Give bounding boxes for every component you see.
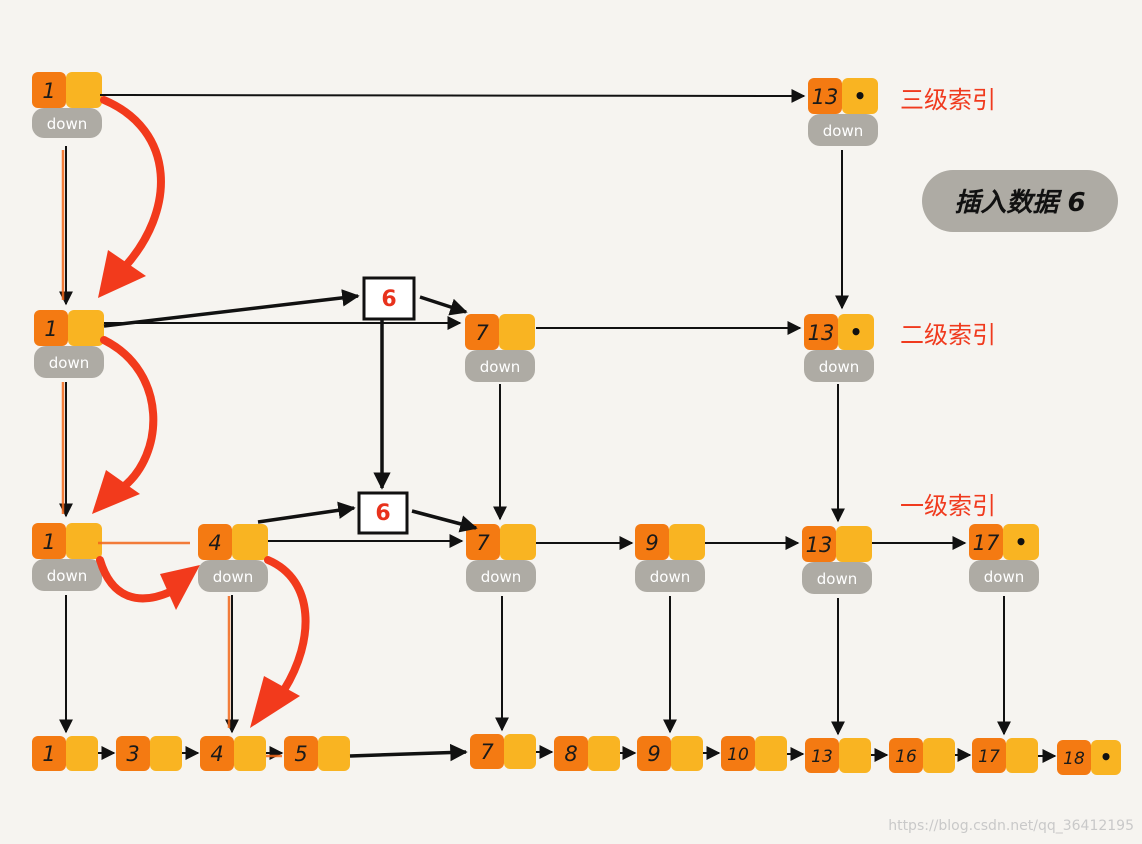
svg-text:6: 6 [381,287,396,312]
base-node-7: 7 [470,734,536,769]
down-tag [969,560,1039,592]
node-value: 13 [812,85,839,109]
down-tag [34,346,104,378]
svg-text:插入数据 6: 插入数据 6 [954,188,1085,218]
node-value: 1 [42,530,55,554]
base-node-16: 16 [889,738,955,773]
node-value: 8 [564,742,577,766]
svg-text:down: down [984,568,1024,586]
svg-text:down: down [823,122,863,140]
svg-text:down: down [481,568,521,586]
down-tag [804,350,874,382]
insert-annotation: 插入数据 6 [922,170,1118,232]
down-tag [808,114,878,146]
pointer-arrows [59,88,1057,763]
level2-node-7: 7 down [465,314,535,382]
null-pointer-dot: • [1015,530,1028,554]
base-node-10: 10 [721,736,787,771]
node-value: 5 [294,742,307,766]
base-node-8: 8 [554,736,620,771]
search-path-arrows [92,96,310,728]
search-path-arrowhead [98,250,146,298]
level1-node-13: 13 down [802,526,872,594]
traversal-trace [61,150,282,758]
search-path-arrowhead [160,565,200,610]
svg-text:down: down [47,115,87,133]
node-value: 13 [808,321,835,345]
level1-node-7: 7 down [466,524,536,592]
svg-text:6: 6 [375,501,390,526]
node-value: 17 [978,747,1000,767]
node-value: 1 [42,742,55,766]
level1-node-9: 9 down [635,524,705,592]
level1-node-17: 17 • down [969,524,1039,592]
node-value: 7 [475,321,489,345]
down-tag [32,559,102,591]
node-value: 10 [727,745,749,765]
new-node-6-level1: 6 [357,491,409,535]
level3-node-13: 13 • down [808,78,878,146]
null-pointer-dot: • [854,84,867,108]
level2-node-13: 13 • down [804,314,874,382]
level1-label: 一级索引 [900,492,996,520]
node-value: 16 [895,747,917,767]
base-node-3: 3 [116,736,182,771]
node-value: 9 [645,531,658,555]
insert-arrows [103,289,478,762]
svg-text:down: down [49,354,89,372]
base-node-13: 13 [805,738,871,773]
level2-label: 二级索引 [900,321,996,349]
node-value: 1 [42,79,55,103]
down-tag [32,108,102,138]
node-value: 7 [476,531,490,555]
base-node-4: 4 [200,736,266,771]
base-node-18: 18 • [1057,740,1121,775]
new-node-6-level2: 6 [362,276,416,321]
level2-node-1: 1 down [34,310,104,378]
node-value: 13 [806,533,833,557]
node-value: 13 [811,747,833,767]
base-node-1: 1 [32,736,98,771]
level3-label: 三级索引 [900,86,996,114]
down-tag [198,560,268,592]
node-value: 1 [44,317,57,341]
down-tag [465,350,535,382]
level3-node-1: 1 down [32,72,102,138]
svg-text:down: down [650,568,690,586]
svg-text:down: down [47,567,87,585]
node-value: 17 [973,531,1000,555]
node-value: 9 [647,742,660,766]
svg-text:down: down [213,568,253,586]
node-value: 7 [480,740,494,764]
down-tag [802,562,872,594]
base-node-5: 5 [284,736,350,771]
search-path-arrowhead [92,470,140,514]
search-path-arrowhead [250,676,300,728]
level1-node-1: 1 down [32,523,102,591]
null-pointer-dot: • [850,320,863,344]
down-tag [466,560,536,592]
node-value: 18 [1063,749,1085,769]
level1-node-4: 4 down [198,524,268,592]
down-tag [635,560,705,592]
watermark: https://blog.csdn.net/qq_36412195 [888,818,1134,834]
svg-text:down: down [817,570,857,588]
svg-text:down: down [480,358,520,376]
svg-text:down: down [819,358,859,376]
node-value: 4 [210,742,223,766]
node-value: 4 [208,531,221,555]
null-pointer-dot: • [1100,745,1113,769]
base-node-9: 9 [637,736,703,771]
node-value: 3 [126,742,139,766]
base-node-17: 17 [972,738,1038,773]
